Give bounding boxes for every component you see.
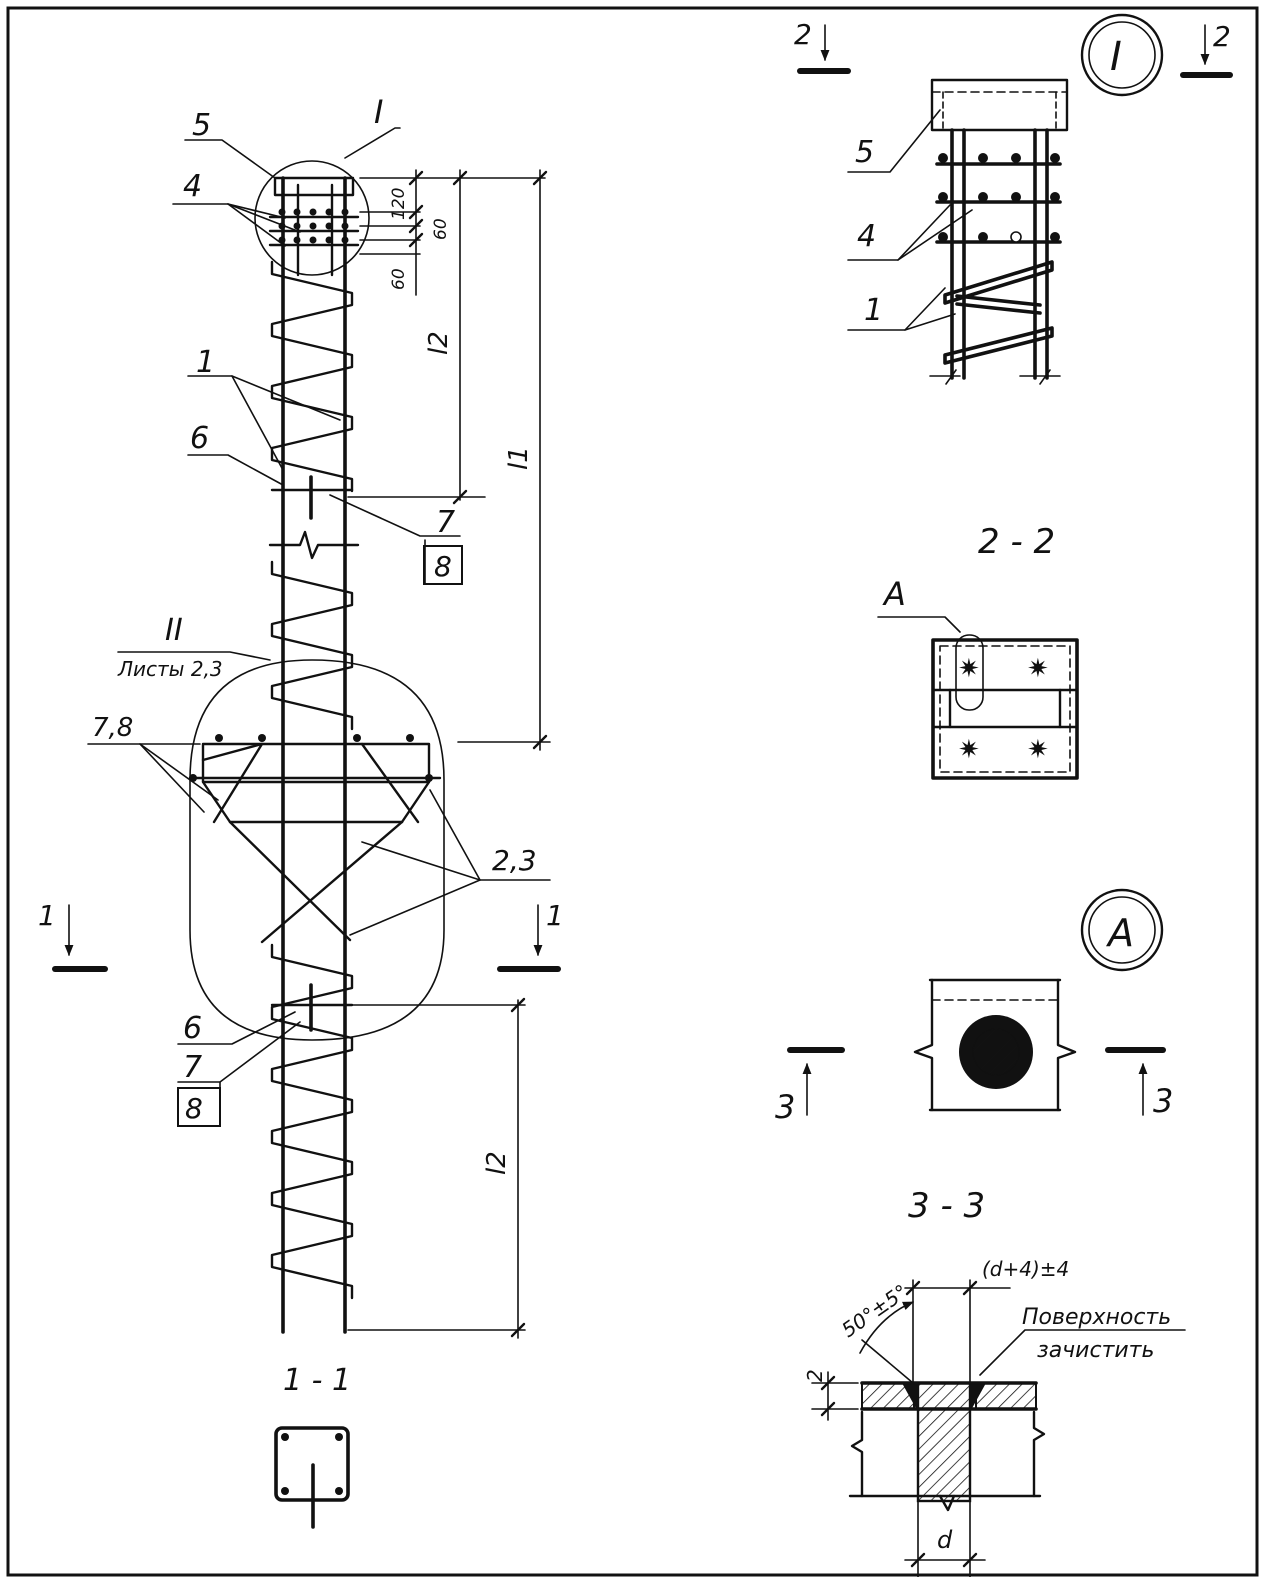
rebar-marks: ✷ ✷ ✷ ✷ (958, 654, 1049, 765)
detail-I-label-pos1: 1 (864, 293, 883, 328)
spiral-middle (270, 560, 354, 731)
label-pos6-top: 6 (190, 421, 209, 456)
label-pos8-top-box (423, 545, 463, 585)
detail-I: I 2 2 5 4 1 (794, 13, 1233, 385)
label-pos8-bot-box (177, 1087, 221, 1127)
dim-l2-top: l2 (424, 331, 454, 355)
label-pos7-top: 7 (436, 505, 455, 540)
note-line2: зачистить (1037, 1338, 1154, 1363)
section-2-2: 2 - 2 А ✷ ✷ ✷ ✷ (877, 522, 1079, 780)
spiral-coil (270, 260, 354, 493)
detail-I-label-pos5: 5 (855, 135, 874, 170)
label-pos8-top: 8 (434, 550, 452, 583)
label-pos6-bot: 6 (183, 1011, 202, 1046)
dim-60-a: 60 (431, 218, 451, 240)
spiral-upper (270, 260, 354, 493)
detail-I-section2-left: 2 (794, 18, 812, 51)
detail-I-section2-right: 2 (1213, 20, 1231, 53)
node-II-sheets: Листы 2,3 (117, 657, 223, 681)
note-line1: Поверхность (1022, 1305, 1171, 1330)
dim-120: 120 (389, 188, 409, 220)
section-3-3: 3 - 3 (d+4)±4 50°±5° Поверхность зачисти… (803, 1186, 1186, 1577)
dim-l1: l1 (504, 446, 534, 470)
gap-dim: (d+4)±4 (982, 1257, 1069, 1281)
section-mark-1 (52, 904, 561, 972)
section-1-left: 1 (38, 899, 56, 932)
dim-l2-bot: l2 (482, 1151, 512, 1175)
support-frame (188, 734, 442, 944)
node-II-label: II (165, 613, 183, 648)
rebar-mark-1: ✷ (958, 654, 980, 684)
node-I-label: I (374, 93, 383, 131)
sheet-frame (6, 6, 1259, 1577)
spiral-coil (270, 560, 354, 731)
label-pos1: 1 (196, 345, 215, 380)
section-1-1: 1 - 1 (274, 1363, 351, 1529)
label-pos4: 4 (183, 169, 202, 204)
angle-dim: 50°±5° (837, 1279, 912, 1342)
detail-A: А 3 3 (775, 888, 1173, 1126)
detail-I-badge: I (1110, 34, 1122, 80)
label-pos8-bot: 8 (185, 1092, 203, 1125)
rebar-mark-2: ✷ (1027, 654, 1049, 684)
rebar-mark-3: ✷ (958, 735, 980, 765)
label-pos5: 5 (192, 108, 211, 143)
detail-I-label-pos4: 4 (857, 219, 876, 254)
leader-lines (87, 127, 551, 1127)
section-2-2-callout: А (882, 575, 906, 613)
dim-d: d (937, 1526, 953, 1554)
detail-A-badge: А (1105, 911, 1134, 955)
label-pos78: 7,8 (92, 713, 133, 743)
label-pos23: 2,3 (492, 844, 537, 877)
label-pos7-bot: 7 (183, 1050, 202, 1085)
mesh-rows (268, 208, 360, 247)
section-3-3-title: 3 - 3 (908, 1186, 985, 1226)
rebar-mark-4: ✷ (1027, 735, 1049, 765)
dim-60-b: 60 (389, 268, 409, 290)
detail-A-section3-right: 3 (1153, 1082, 1173, 1120)
section-1-1-title: 1 - 1 (283, 1363, 351, 1398)
dim-2: 2 (803, 1369, 827, 1382)
section-1-right: 1 (546, 899, 564, 932)
dimension-lines (347, 169, 551, 1339)
section-2-2-title: 2 - 2 (978, 522, 1055, 562)
detail-A-section3-left: 3 (775, 1088, 795, 1126)
